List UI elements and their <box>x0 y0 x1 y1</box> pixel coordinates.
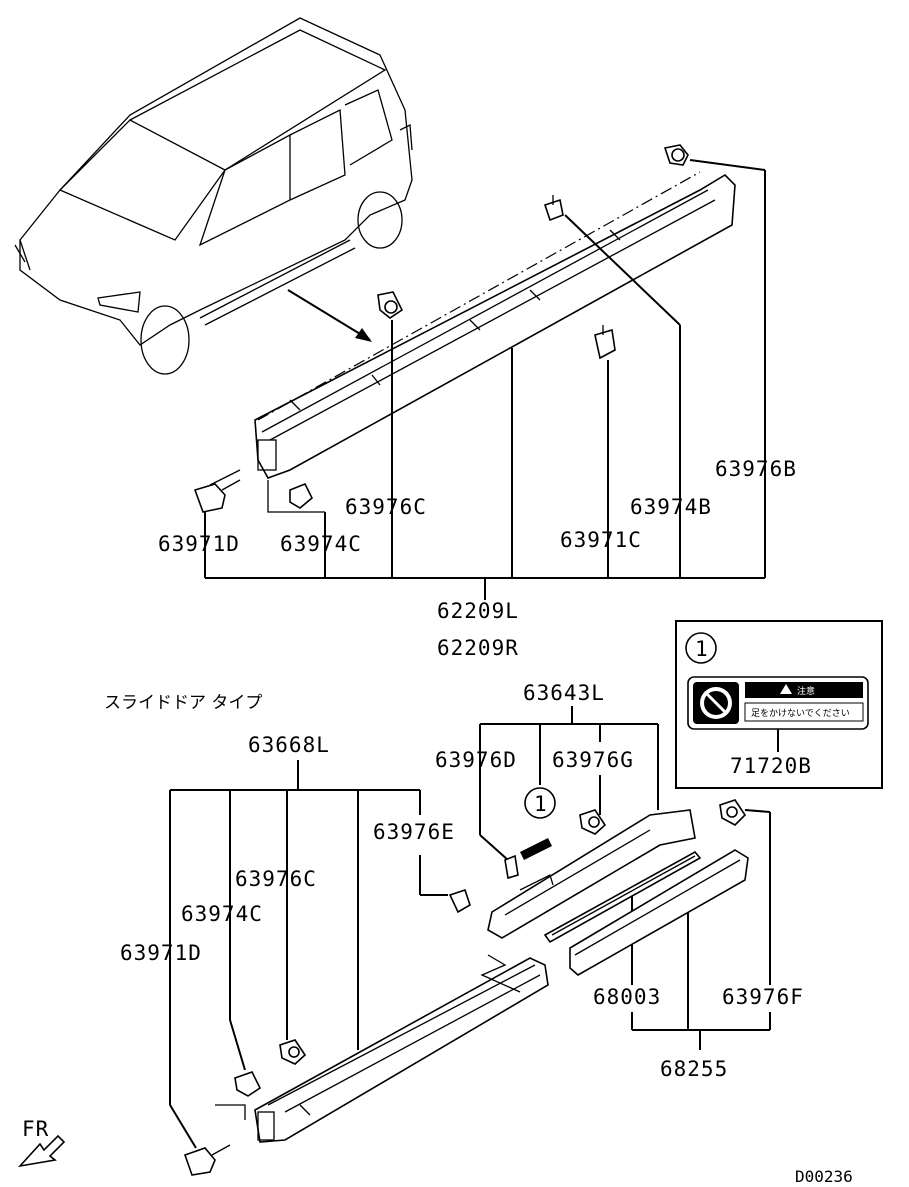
lower-garnish-illustration <box>569 849 749 976</box>
clip-63974B-icon <box>543 195 564 222</box>
part-label-63976C-lower: 63976C <box>235 867 317 891</box>
lower-side-sill-illustration <box>254 954 549 1143</box>
upper-side-sill-illustration <box>254 171 736 479</box>
nut-63974C-lower-icon <box>234 1071 262 1097</box>
upper-trim-illustration <box>487 809 696 939</box>
screw-63971C-icon <box>594 325 616 360</box>
caution-label-box: 1 注意 足をかけないでください 71720B <box>675 620 883 789</box>
upper-leader-lines <box>204 159 766 600</box>
part-label-63971C: 63971C <box>560 528 642 552</box>
view-arrow <box>287 289 371 341</box>
part-label-68003: 68003 <box>593 985 661 1009</box>
clip-63976E-icon <box>448 888 471 914</box>
nut-63974C-icon <box>289 482 313 509</box>
bolt-63971D-icon <box>193 479 241 513</box>
part-label-63974C-upper: 63974C <box>280 532 362 556</box>
caution-sticker-text: 足をかけないでください <box>751 708 850 719</box>
part-label-63976B: 63976B <box>715 457 797 481</box>
part-label-63976C-upper: 63976C <box>345 495 427 519</box>
part-label-63643L: 63643L <box>523 681 605 705</box>
front-arrow-icon <box>17 1134 66 1168</box>
clip-63976C-lower-icon <box>279 1039 307 1065</box>
clip-63976B-icon <box>663 144 689 166</box>
clip-63976F-icon <box>719 799 747 826</box>
part-label-63974B: 63974B <box>630 495 712 519</box>
garnish-strip-illustration <box>543 850 702 944</box>
part-label-68255: 68255 <box>660 1057 728 1081</box>
clip-63976G-icon <box>579 809 607 835</box>
clip-63976C-icon <box>377 291 404 319</box>
variant-heading: スライドドア タイプ <box>104 693 262 713</box>
part-label-62209R: 62209R <box>437 636 519 660</box>
diagram-code: D00236 <box>795 1167 853 1186</box>
vehicle-illustration <box>14 17 413 375</box>
bolt-63971D-lower-icon <box>183 1144 231 1176</box>
ref-marker-1-icon <box>685 632 717 664</box>
ref-marker-1-lower-text: 1 <box>534 792 548 816</box>
ref-marker-1-lower-icon <box>524 787 556 819</box>
ref-marker-1-text: 1 <box>695 637 709 661</box>
part-label-63976G: 63976G <box>552 748 634 772</box>
part-label-63974C-lower: 63974C <box>181 902 263 926</box>
front-label: FR <box>22 1117 49 1141</box>
lower-ref-marker: 1 <box>520 787 556 860</box>
part-label-63976E: 63976E <box>373 820 455 844</box>
caution-sticker-small-icon <box>520 838 552 860</box>
part-label-71720B: 71720B <box>730 754 812 778</box>
part-label-62209L: 62209L <box>437 599 519 623</box>
part-label-63976D: 63976D <box>435 748 517 772</box>
warning-triangle-icon <box>780 684 792 694</box>
lower-fasteners <box>183 799 747 1176</box>
front-direction-indicator: FR <box>17 1117 66 1168</box>
part-label-63971D-lower: 63971D <box>120 941 202 965</box>
caution-sticker-title: 注意 <box>797 685 815 697</box>
part-label-63668L: 63668L <box>248 733 330 757</box>
part-label-63971D-upper: 63971D <box>158 532 240 556</box>
clip-63976D-icon <box>504 854 519 880</box>
part-label-63976F: 63976F <box>722 985 804 1009</box>
upper-fasteners <box>193 144 689 513</box>
